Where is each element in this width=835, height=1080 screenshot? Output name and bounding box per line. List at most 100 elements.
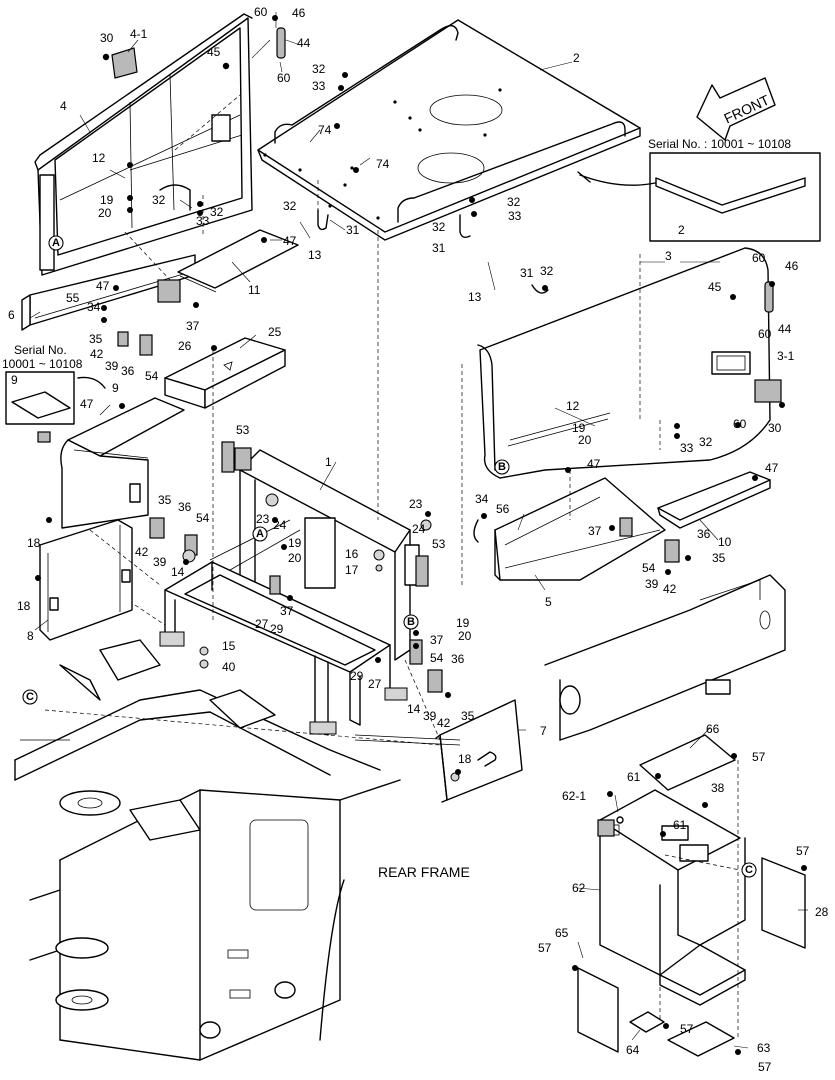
- label-5: 5: [545, 595, 552, 609]
- label-60a: 60: [254, 5, 268, 19]
- label-60b: 60: [277, 71, 291, 85]
- right-side-panel: [461, 247, 771, 585]
- label-36a: 36: [121, 364, 135, 378]
- serial-top-text: Serial No. : 10001 ~ 10108: [648, 137, 791, 151]
- label-39a: 39: [105, 359, 119, 373]
- covers: [577, 734, 806, 1057]
- label-57e: 57: [758, 1060, 772, 1074]
- label-60c: 60: [752, 251, 766, 265]
- label-19c: 19: [288, 536, 302, 550]
- label-32a: 32: [312, 62, 326, 76]
- part-labels: 1 2 2 3 3-1 4 4-1 5 6 7 8 9 9 10 11 12 1…: [8, 5, 829, 1074]
- label-32g: 32: [540, 264, 554, 278]
- label-2-inset: 2: [678, 223, 685, 237]
- cover-28: [761, 857, 806, 949]
- cover-63: [667, 1021, 735, 1057]
- label-13a: 13: [308, 248, 322, 262]
- label-60d: 60: [758, 327, 772, 341]
- plate-7: [435, 699, 523, 803]
- panel-8: [39, 519, 133, 641]
- label-18c: 18: [458, 752, 472, 766]
- label-47a: 47: [283, 234, 297, 248]
- label-12b: 12: [566, 399, 580, 413]
- label-57a: 57: [752, 750, 766, 764]
- frame-1: [159, 449, 420, 736]
- cover-66: [639, 734, 736, 791]
- label-14a: 14: [171, 565, 185, 579]
- label-33d: 33: [680, 441, 694, 455]
- label-57b: 57: [796, 844, 810, 858]
- cover-65: [577, 967, 619, 1053]
- label-45a: 45: [207, 45, 221, 59]
- callout-B2: B: [407, 616, 415, 628]
- label-26: 26: [178, 339, 192, 353]
- front-arrow: FRONT: [696, 77, 776, 141]
- label-29b: 29: [350, 669, 364, 683]
- plate-11: [177, 229, 299, 293]
- label-57d: 57: [680, 1022, 694, 1036]
- label-18a: 18: [27, 536, 41, 550]
- label-35a: 35: [89, 332, 103, 346]
- label-19a: 19: [100, 193, 114, 207]
- label-17: 17: [345, 563, 359, 577]
- label-18b: 18: [17, 599, 31, 613]
- dashed-lines: [44, 94, 741, 1040]
- label-36b: 36: [178, 500, 192, 514]
- label-9-inset: 9: [11, 373, 18, 387]
- label-19b: 19: [572, 421, 586, 435]
- label-42d: 42: [437, 716, 451, 730]
- label-27a: 27: [255, 617, 269, 631]
- frame-right-piece: [544, 574, 786, 741]
- label-53b: 53: [432, 537, 446, 551]
- callout-B1: B: [498, 461, 506, 473]
- label-31b: 31: [432, 241, 446, 255]
- serial-inset-top: Serial No. : 10001 ~ 10108: [577, 137, 821, 242]
- label-29a: 29: [270, 622, 284, 636]
- label-23a: 23: [256, 512, 270, 526]
- label-30b: 30: [768, 421, 782, 435]
- box-25: [164, 337, 286, 409]
- plate-10: [657, 471, 771, 529]
- label-31c: 31: [520, 266, 534, 280]
- label-47e: 47: [765, 461, 779, 475]
- label-61a: 61: [627, 770, 641, 784]
- serial-left-2: 10001 ~ 10108: [2, 357, 83, 371]
- label-34a: 34: [87, 300, 101, 314]
- label-2: 2: [573, 51, 580, 65]
- label-28: 28: [815, 905, 829, 919]
- label-47b: 47: [96, 279, 110, 293]
- label-4: 4: [60, 99, 67, 113]
- label-32h: 32: [699, 435, 713, 449]
- label-35d: 35: [461, 709, 475, 723]
- label-37a: 37: [186, 319, 200, 333]
- label-20a: 20: [98, 206, 112, 220]
- label-38: 38: [711, 781, 725, 795]
- callout-A1: A: [52, 237, 60, 249]
- serial-left-1: Serial No.: [14, 343, 67, 357]
- serial-inset-left: Serial No. 10001 ~ 10108: [2, 343, 106, 425]
- leader-lines: [29, 12, 808, 1049]
- label-39d: 39: [423, 709, 437, 723]
- label-7: 7: [540, 724, 547, 738]
- label-55: 55: [66, 291, 80, 305]
- label-23b: 23: [409, 497, 423, 511]
- label-40: 40: [222, 660, 236, 674]
- label-8: 8: [27, 629, 34, 643]
- label-11: 11: [248, 283, 261, 297]
- label-62: 62: [572, 881, 586, 895]
- label-74b: 74: [376, 157, 390, 171]
- label-27b: 27: [368, 677, 382, 691]
- label-36c: 36: [697, 527, 711, 541]
- label-46a: 46: [292, 6, 306, 20]
- label-32e: 32: [507, 195, 521, 209]
- label-37d: 37: [430, 633, 444, 647]
- roof-panel: [257, 19, 641, 241]
- label-32b: 32: [152, 193, 166, 207]
- label-16: 16: [345, 547, 359, 561]
- label-60e: 60: [733, 417, 747, 431]
- label-3-1: 3-1: [777, 349, 795, 363]
- label-20b: 20: [578, 433, 592, 447]
- label-42b: 42: [135, 545, 149, 559]
- label-61b: 61: [673, 818, 687, 832]
- label-53a: 53: [236, 423, 250, 437]
